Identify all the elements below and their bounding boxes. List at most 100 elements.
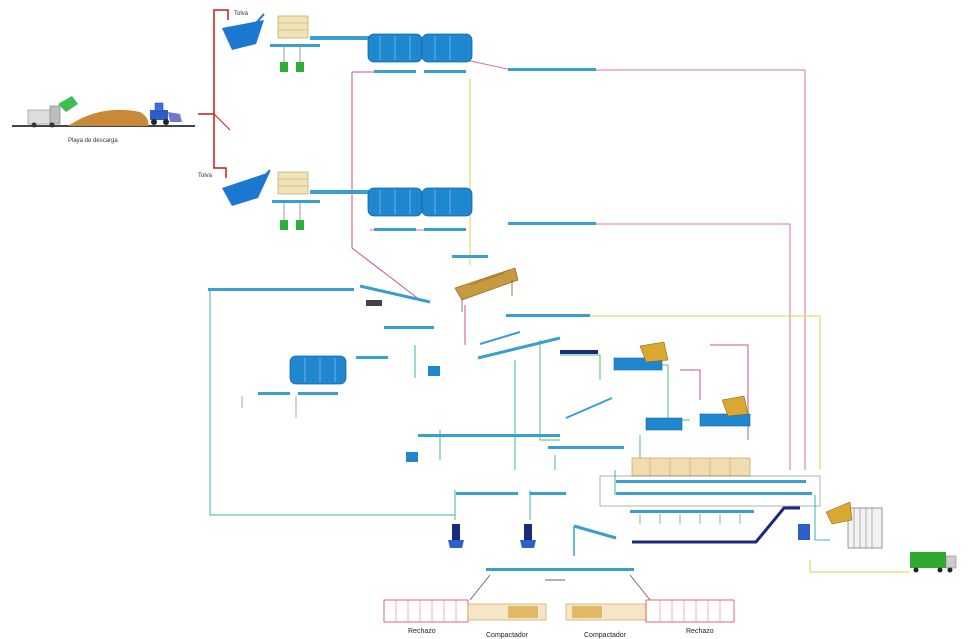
- conveyor-to-trommel-2: [310, 190, 370, 194]
- feeder-1-motor-2: [296, 62, 304, 72]
- conveyor-under-trommel-2a: [374, 228, 416, 231]
- conveyor-line2-small: [452, 255, 488, 258]
- baler-press: [847, 507, 883, 549]
- feed-conveyor-1: [270, 44, 320, 47]
- conveyor-trommel3-b: [298, 392, 338, 395]
- waste-pile: [68, 109, 149, 126]
- compactor-line-left: [469, 574, 491, 601]
- line-2: Tolva: [198, 169, 596, 258]
- bin-symbol-2: [524, 524, 532, 540]
- loader-cab: [154, 102, 164, 112]
- feed-conveyor-2: [272, 200, 320, 203]
- conveyor-trommel3-a: [258, 392, 290, 395]
- line-1: Tolva: [222, 11, 596, 73]
- hopper-1-icon: [222, 20, 264, 50]
- optical-sorter-1-hood: [639, 341, 669, 363]
- return-line-pink-9: [680, 369, 701, 400]
- rechazo-left-label: Rechazo: [408, 628, 436, 635]
- green-line: [539, 340, 560, 441]
- return-line-pink-5: [595, 223, 791, 470]
- inclined-conveyor-2: [477, 336, 561, 360]
- bin-symbol-1-foot: [448, 540, 464, 548]
- small-conveyor-a: [456, 492, 518, 495]
- conveyor-mid-5: [548, 446, 624, 449]
- truck-body: [27, 109, 53, 125]
- cabin-area: [456, 457, 957, 573]
- truck-wheel: [31, 122, 37, 128]
- middle-section: [208, 267, 751, 462]
- return-line-pink: [351, 72, 421, 301]
- feeder-1-motor: [280, 62, 288, 72]
- truck-dump-load: [58, 96, 78, 112]
- feeder-2: [277, 171, 309, 195]
- trommel-3: [289, 355, 347, 385]
- small-bin-1: [428, 366, 440, 376]
- return-line-pink-4: [595, 69, 806, 470]
- optical-sorter-3: [699, 413, 751, 427]
- baler-hopper: [825, 501, 853, 525]
- feeder-2-motor-2: [296, 220, 304, 230]
- yellow-line-2: [520, 315, 821, 470]
- conveyor-under-trommel-1a: [374, 70, 416, 73]
- feed-line-red-2: [213, 114, 227, 178]
- flow-lines: [198, 9, 910, 601]
- conveyor-mid-4: [418, 434, 560, 437]
- truck-right-cab: [945, 555, 957, 569]
- conveyor-mid-2: [506, 314, 590, 317]
- conveyor-under-trommel-2b: [424, 228, 466, 231]
- floor-conveyor: [632, 506, 800, 544]
- green-line-3: [660, 364, 690, 421]
- conveyor-to-compactors: [486, 568, 634, 571]
- compactor-area: Rechazo Compactador Compactador Rechazo: [383, 599, 735, 639]
- teal-line-10: [809, 560, 910, 573]
- green-line-2: [560, 354, 601, 380]
- compactor-left-unit: [508, 606, 538, 618]
- truck-cabin: [49, 105, 61, 125]
- conveyor-to-trommel-1: [310, 36, 370, 40]
- conveyor-under-trommel-1b: [424, 70, 466, 73]
- inclined-conveyor-1: [359, 284, 431, 304]
- small-conveyor-b: [530, 492, 566, 495]
- inclined-conveyor-3: [479, 331, 521, 345]
- hopper-1-chute: [249, 13, 265, 31]
- truck-right-body: [910, 552, 946, 568]
- return-line-pink-3: [465, 59, 513, 71]
- optical-sorter-2: [645, 417, 683, 431]
- playa-label: Playa de descarga: [68, 138, 118, 144]
- teal-line-9: [814, 495, 830, 541]
- feeder-2-motor: [280, 220, 288, 230]
- tolva-top-label: Tolva: [234, 11, 249, 17]
- compactor-line-right: [629, 574, 651, 601]
- conveyor-mid-1: [384, 326, 434, 329]
- bin-symbol-2-foot: [520, 540, 536, 548]
- feeder-1: [277, 15, 309, 39]
- magnet-1: [366, 300, 382, 306]
- inclined-conveyor-5: [573, 524, 617, 540]
- feed-line-red: [198, 9, 229, 115]
- tolva-mid-label: Tolva: [198, 173, 213, 179]
- conveyor-line1-right: [508, 68, 596, 71]
- optical-sorter-3-hood: [721, 395, 749, 417]
- bin-symbol-1: [452, 524, 460, 540]
- feed-line-red-3: [213, 113, 231, 131]
- loader-body: [150, 110, 168, 120]
- loader-wheel: [151, 119, 157, 125]
- rechazo-left-container: [383, 599, 469, 623]
- loader-wheel-2: [163, 119, 169, 125]
- conveyor-line2-right: [508, 222, 596, 225]
- truck-wheel-2: [49, 122, 55, 128]
- rechazo-right-container: [645, 599, 735, 623]
- return-line-pink-8: [710, 344, 749, 440]
- compactador-right-label: Compactador: [584, 632, 627, 639]
- teal-line-left: [209, 290, 455, 516]
- rechazo-right-label: Rechazo: [686, 628, 714, 635]
- hopper-2-icon: [222, 172, 270, 206]
- compactador-left-label: Compactador: [486, 632, 529, 639]
- cabin-frame: [599, 475, 821, 507]
- blue-bins: [448, 524, 536, 548]
- cabin-conveyor-2: [616, 492, 812, 495]
- cabin-conveyor-1: [616, 480, 806, 483]
- ballistic-separator: [454, 267, 519, 301]
- cabin-conveyor-3: [630, 510, 754, 513]
